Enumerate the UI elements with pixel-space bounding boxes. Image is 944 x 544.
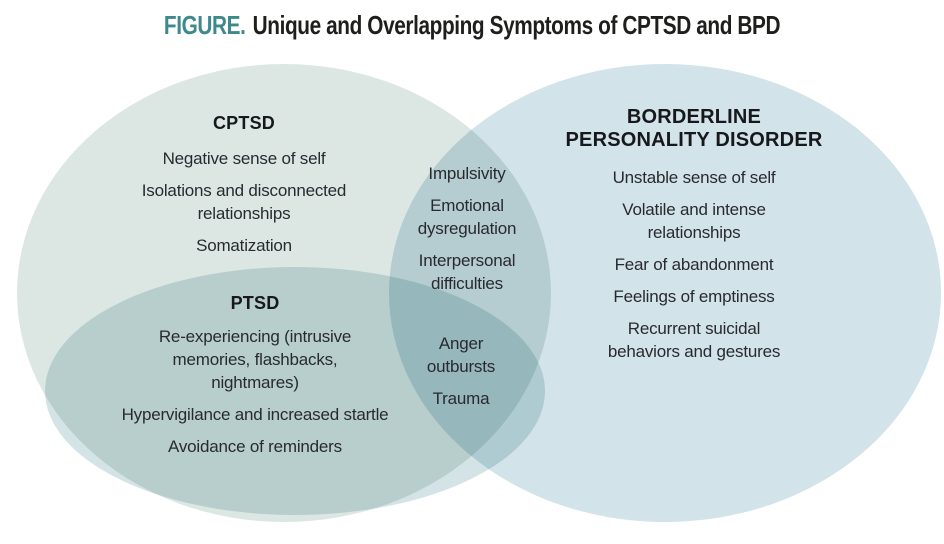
shared-symptom: Interpersonal difficulties: [418, 251, 516, 293]
cptsd-symptom: Somatization: [196, 236, 292, 255]
ptsd-symptom: Avoidance of reminders: [168, 437, 342, 456]
ptsd-symptom: Hypervigilance and increased startle: [121, 405, 389, 424]
bpd-heading: BORDERLINE PERSONALITY DISORDER: [565, 106, 823, 151]
ptsd-section: PTSD Re-experiencing (intrusive memories…: [95, 292, 415, 467]
bpd-symptom: Recurrent suicidal behaviors and gesture…: [607, 319, 781, 361]
figure-label: FIGURE.: [163, 10, 246, 40]
cptsd-heading: CPTSD: [212, 113, 275, 133]
cptsd-bpd-shared-section: Impulsivity Emotional dysregulation Inte…: [392, 162, 542, 304]
shared-symptom: Anger outbursts: [426, 334, 496, 376]
ptsd-ellipse: [45, 267, 545, 515]
ptsd-bpd-shared-section: Anger outbursts Trauma: [406, 332, 516, 419]
shared-symptom: Trauma: [432, 389, 490, 408]
cptsd-symptom: Negative sense of self: [162, 149, 326, 168]
cptsd-section: CPTSD Negative sense of self Isolations …: [104, 112, 384, 266]
bpd-symptom: Fear of abandonment: [614, 255, 774, 274]
ptsd-symptom: Re-experiencing (intrusive memories, fla…: [158, 327, 352, 392]
bpd-symptom: Unstable sense of self: [612, 168, 776, 187]
cptsd-symptom: Isolations and disconnected relationship…: [141, 181, 347, 223]
figure-title-text: Unique and Overlapping Symptoms of CPTSD…: [252, 10, 781, 40]
bpd-symptom: Feelings of emptiness: [613, 287, 775, 306]
shared-symptom: Emotional dysregulation: [417, 196, 517, 238]
shared-symptom: Impulsivity: [428, 164, 506, 183]
ptsd-heading: PTSD: [230, 293, 280, 313]
bpd-symptom: Volatile and intense relationships: [622, 200, 766, 242]
bpd-section: BORDERLINE PERSONALITY DISORDER Unstable…: [559, 106, 829, 372]
figure-title: FIGURE.Unique and Overlapping Symptoms o…: [94, 9, 849, 41]
